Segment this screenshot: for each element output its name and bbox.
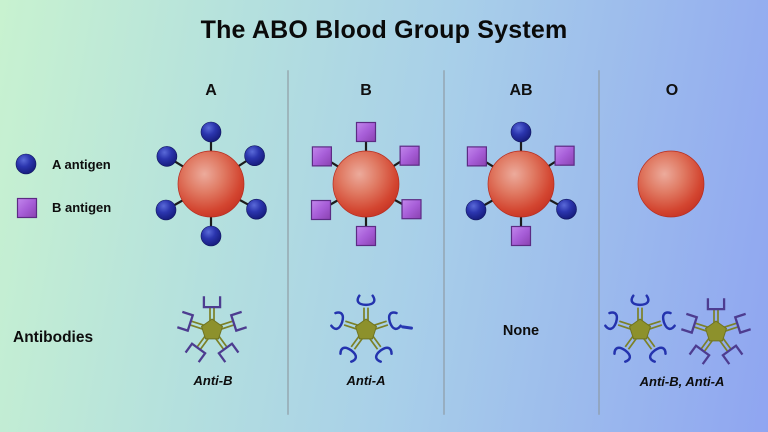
column-divider [287,70,289,415]
column-header-ab: AB [509,82,533,99]
red-blood-cell [177,150,245,218]
anti-b-antibody-icon [676,292,756,372]
blood-cell-type-ab [446,109,596,259]
b-antigen-icon [510,225,532,247]
b-antigen-icon [466,146,487,167]
blood-cell-type-b [291,109,441,259]
a-antigen-icon [465,199,487,221]
blood-cell-type-o [631,144,711,224]
a-antigen-icon [155,199,177,221]
legend-label-b-antigen: B antigen [52,200,112,215]
anti-a-antibody-icon [600,290,680,370]
b-antigen-icon [554,145,575,166]
antibody-label-o: Anti-B, Anti-A [639,374,725,389]
anti-b-antibody-icon [172,290,252,370]
antibody-label-b: Anti-A [346,373,386,388]
column-header-b: B [360,82,372,99]
antibodies-row-label: Antibodies [13,329,94,346]
legend-label-a-antigen: A antigen [52,157,111,172]
a-antigen-icon [200,121,222,143]
a-antigen-icon [200,225,222,247]
anti-a-antibody-icon [326,290,406,370]
red-blood-cell [637,150,705,218]
b-antigen-icon [355,121,377,143]
antibody-label-ab: None [502,323,540,339]
red-blood-cell [487,150,555,218]
a-antigen-icon [15,153,37,175]
antibody-label-a: Anti-B [193,373,233,388]
a-antigen-icon [244,145,265,166]
column-divider [443,70,445,415]
a-antigen-icon [156,146,178,167]
a-antigen-icon [246,198,267,220]
b-antigen-icon [401,199,422,220]
column-header-a: A [205,82,217,99]
column-divider [598,70,600,415]
b-antigen-icon [399,145,420,166]
a-antigen-icon [510,121,532,143]
column-header-o: O [665,82,679,99]
blood-cell-type-a [136,109,286,259]
b-antigen-icon [16,197,38,219]
b-antigen-icon [355,225,377,247]
diagram-title: The ABO Blood Group System [200,16,568,44]
b-antigen-icon [310,199,332,221]
b-antigen-icon [311,146,332,167]
red-blood-cell [332,150,400,218]
a-antigen-icon [556,198,577,220]
